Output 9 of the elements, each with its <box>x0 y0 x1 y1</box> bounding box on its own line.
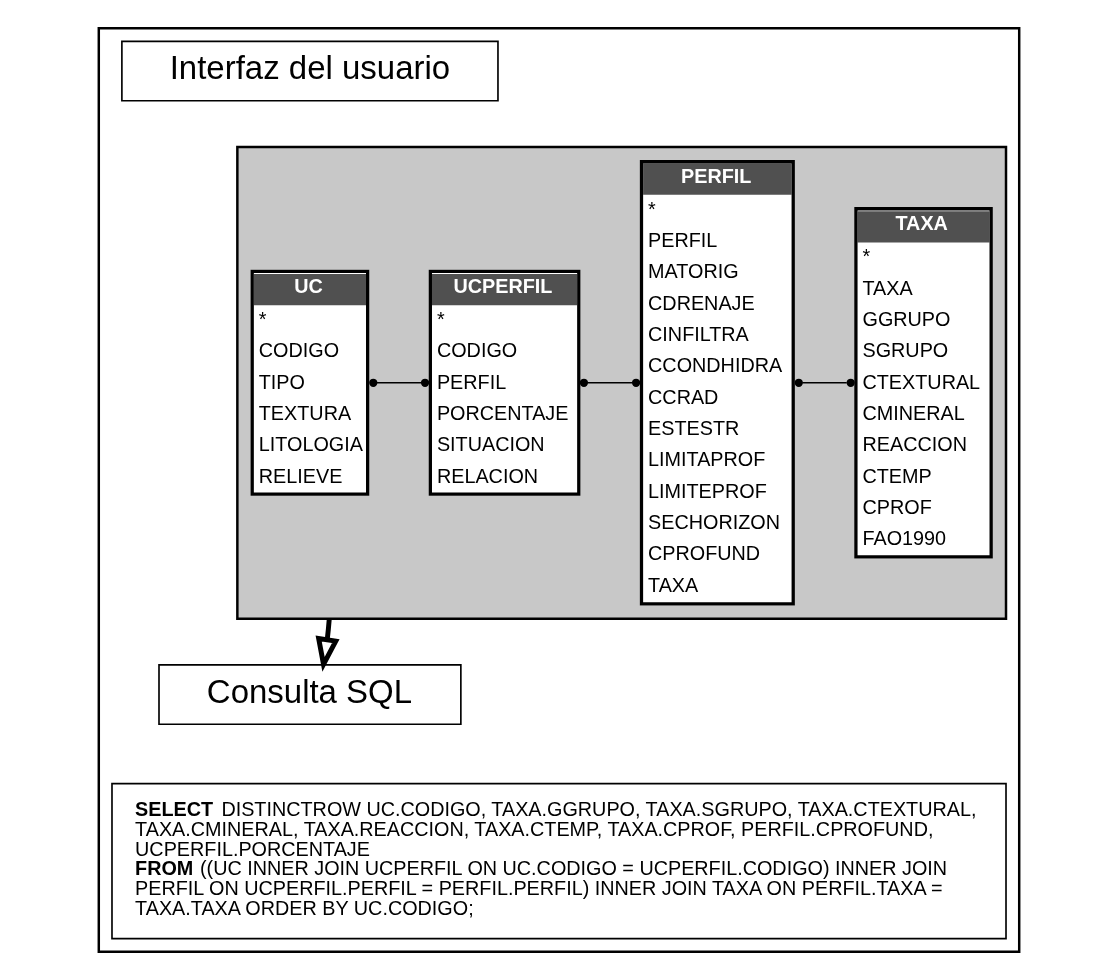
arrow <box>315 618 340 672</box>
node-box: Interfaz del usuario <box>120 40 499 102</box>
cluster <box>235 145 1007 620</box>
node-box: Consulta SQL <box>157 664 462 726</box>
node-box: SELECT DISTINCTROW UC.CODIGO, TAXA.GGRUPO, TAXA.SGRUPO, TAXA.CTEXTURAL, TAXA.CMINERAL, TAXA.REACCION, TAXA.CTEMP, TAXA.CPROF, PERFIL.CPROFUND, UCPERFIL.PORCENTAJE FROM ((UC INNER JOIN UCPERFIL ON UC.CODIGO = UCPERFIL.CODIGO) INNER JOIN PERFIL ON UCPERFIL.PERFIL = PERFIL.PERFIL) INNER JOIN TAXA ON PERFIL.TAXA = TAXA.TAXA ORDER BY UC.CODIGO; <box>110 782 1007 940</box>
connector <box>579 378 640 387</box>
connector <box>794 378 855 387</box>
connector <box>368 378 429 387</box>
cluster <box>97 26 1020 954</box>
